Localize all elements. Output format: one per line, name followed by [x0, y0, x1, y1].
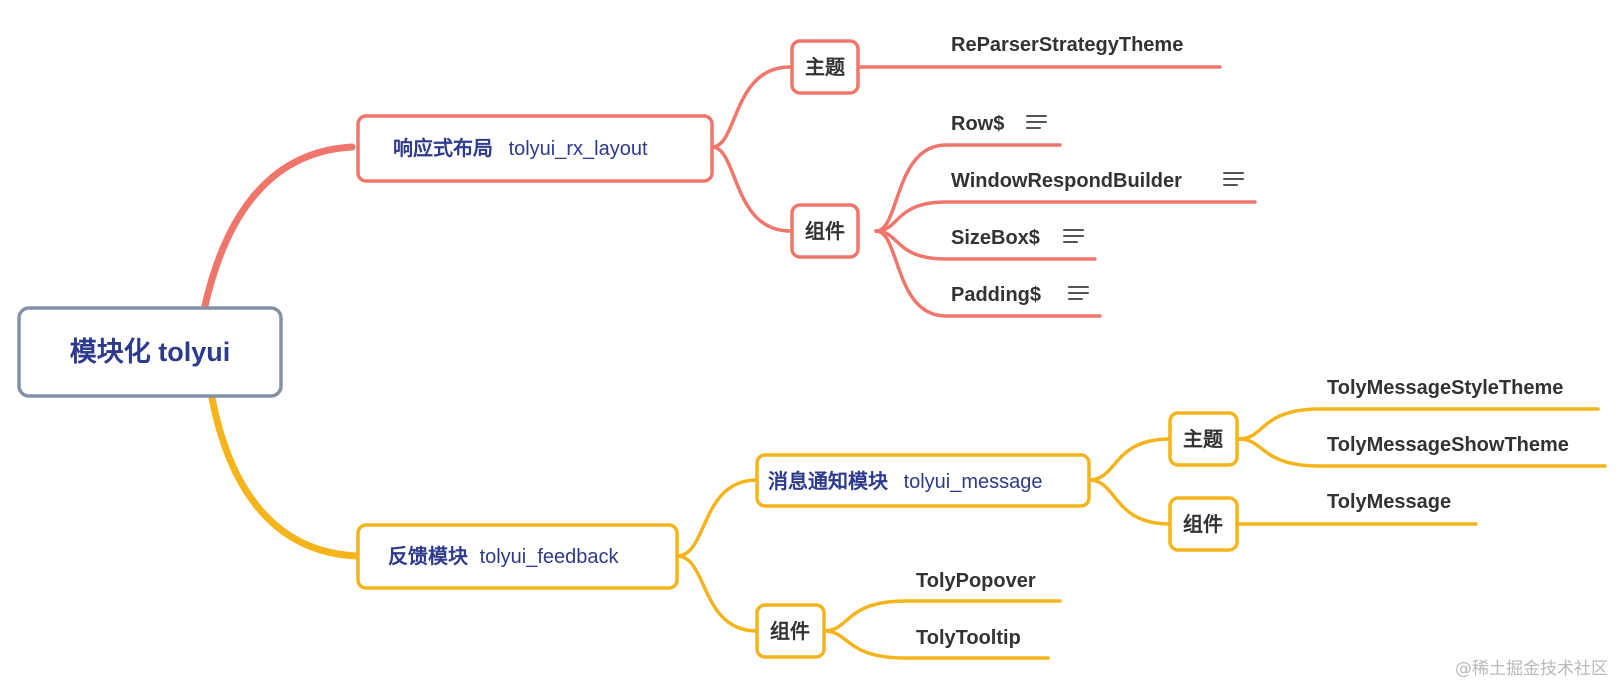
- connector-root-layout: [200, 143, 356, 314]
- connector-layout-components: [710, 145, 792, 233]
- connector-feedback-message: [675, 478, 759, 558]
- feedback-components-node[interactable]: 组件: [755, 603, 826, 659]
- layout-node-label: 响应式布局 tolyui_rx_layout: [393, 136, 648, 160]
- feedback-cn-label: 反馈模块: [388, 544, 469, 568]
- connector-message-components: [1087, 478, 1172, 526]
- notes-icon[interactable]: [1068, 286, 1089, 300]
- leaf-toly-message-style-theme[interactable]: TolyMessageStyleTheme: [1327, 377, 1563, 399]
- notes-icon[interactable]: [1063, 229, 1084, 243]
- message-en-label: tolyui_message: [904, 471, 1043, 493]
- message-node[interactable]: 消息通知模块 tolyui_message: [755, 453, 1091, 508]
- layout-theme-label: 主题: [805, 55, 846, 79]
- connector-comp-padding: [874, 229, 1102, 318]
- leaf-toly-message[interactable]: TolyMessage: [1327, 491, 1451, 513]
- layout-components-node[interactable]: 组件: [790, 203, 860, 259]
- message-theme-label: 主题: [1183, 427, 1224, 451]
- leaf-row[interactable]: Row$: [951, 113, 1004, 135]
- layout-en-label: tolyui_rx_layout: [509, 138, 648, 160]
- feedback-components-label: 组件: [770, 619, 810, 643]
- connector-mtheme-style: [1237, 407, 1600, 441]
- connector-message-theme: [1087, 437, 1172, 482]
- leaf-padding[interactable]: Padding$: [951, 284, 1041, 306]
- leaf-reparser[interactable]: ReParserStrategyTheme: [951, 34, 1183, 56]
- leaf-toly-message-show-theme[interactable]: TolyMessageShowTheme: [1327, 434, 1569, 456]
- watermark: @稀土掘金技术社区: [1455, 659, 1608, 679]
- layout-cn-label: 响应式布局: [393, 136, 493, 160]
- layout-components-label: 组件: [805, 219, 845, 243]
- connector-mtheme-show: [1237, 437, 1607, 468]
- connector-fcomp-tooltip: [822, 629, 1050, 660]
- connector-comp-row: [874, 143, 1062, 233]
- connector-comp-window: [874, 200, 1257, 233]
- notes-icon[interactable]: [1223, 172, 1244, 186]
- leaf-toly-popover[interactable]: TolyPopover: [916, 570, 1036, 592]
- root-label: 模块化 tolyui: [70, 337, 231, 367]
- leaf-sizebox[interactable]: SizeBox$: [951, 227, 1040, 249]
- message-node-label: 消息通知模块 tolyui_message: [768, 469, 1043, 493]
- feedback-node-label: 反馈模块 tolyui_feedback: [388, 544, 620, 568]
- connectors-layout: [200, 65, 1257, 318]
- feedback-node[interactable]: 反馈模块 tolyui_feedback: [356, 523, 679, 590]
- root-node[interactable]: 模块化 tolyui: [17, 306, 283, 398]
- leaf-window-respond-builder[interactable]: WindowRespondBuilder: [951, 170, 1182, 192]
- message-components-node[interactable]: 组件: [1168, 496, 1239, 552]
- connectors-feedback: [208, 394, 1607, 660]
- notes-icon[interactable]: [1026, 115, 1047, 129]
- connector-layout-theme: [710, 65, 792, 149]
- message-theme-node[interactable]: 主题: [1168, 411, 1239, 467]
- connector-fcomp-popover: [822, 599, 1062, 633]
- message-components-label: 组件: [1183, 512, 1223, 536]
- connector-feedback-components: [675, 554, 759, 633]
- layout-node[interactable]: 响应式布局 tolyui_rx_layout: [356, 114, 714, 183]
- leaf-toly-tooltip[interactable]: TolyTooltip: [916, 627, 1021, 649]
- message-cn-label: 消息通知模块: [768, 469, 889, 493]
- connector-root-feedback: [208, 394, 361, 560]
- feedback-en-label: tolyui_feedback: [480, 546, 620, 568]
- layout-theme-node[interactable]: 主题: [790, 39, 860, 95]
